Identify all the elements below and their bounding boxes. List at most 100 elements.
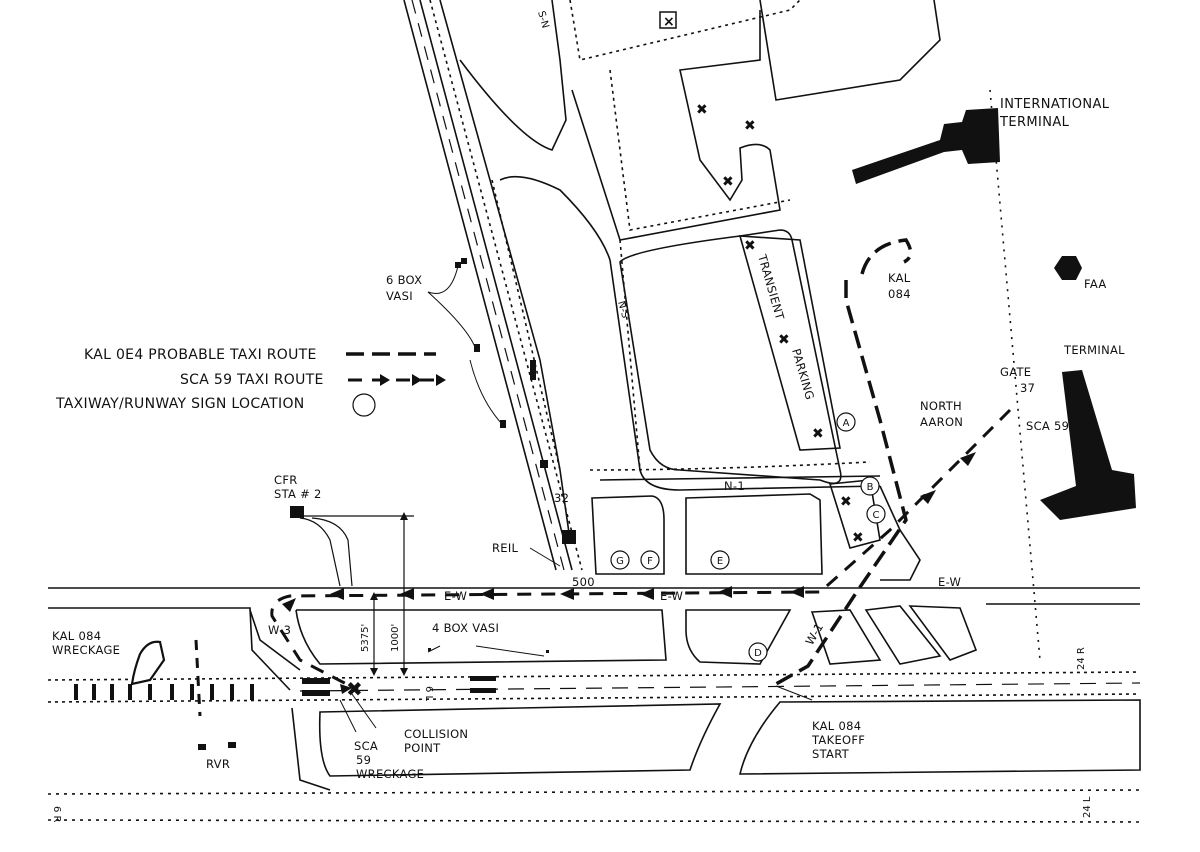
intl-terminal-label: INTERNATIONAL <box>1000 97 1110 112</box>
gate37-label: GATE <box>1000 365 1031 379</box>
d5375-label: 5375' <box>360 624 371 652</box>
svg-text:F: F <box>647 556 653 567</box>
collision-point-label: COLLISION <box>404 727 468 741</box>
runway-14-32 <box>403 0 583 571</box>
kal084-taxi-route <box>775 238 913 686</box>
ew-right-label: E-W <box>938 575 961 589</box>
ns-top-label: S-N <box>535 10 550 30</box>
sign-circle-E: E <box>710 550 730 570</box>
intl-terminal-label-2: TERMINAL <box>999 115 1070 130</box>
runway-hold-marks <box>302 676 496 696</box>
hangar-top <box>659 11 677 29</box>
taxiway-network <box>48 0 1141 791</box>
legend-kal-route-label: KAL 0E4 PROBABLE TAXI ROUTE <box>84 347 317 363</box>
ew-left-label: E-W <box>444 589 467 603</box>
international-terminal <box>852 108 1000 184</box>
kal084-label: KAL <box>888 271 911 285</box>
takeoff-start-label-3: START <box>812 747 850 761</box>
sca-wreckage-label-3: WRECKAGE <box>356 767 424 781</box>
rwy6r-label: 6 R <box>51 806 62 823</box>
cfr-label: CFR <box>274 473 298 487</box>
runway-6L-24R <box>47 587 1141 703</box>
rwy6l-label: 6 L <box>423 686 434 702</box>
vasi6-label: 6 BOX <box>386 273 422 287</box>
sign-circle-F: F <box>640 550 660 570</box>
legend: KAL 0E4 PROBABLE TAXI ROUTE SCA 59 TAXI … <box>55 347 446 417</box>
svg-text:A: A <box>843 418 850 429</box>
sign-circle-G: G <box>610 550 630 570</box>
north-aaron-label-2: AARON <box>920 415 963 429</box>
rvr-label: RVR <box>206 757 230 771</box>
sign-circle-D: D <box>748 642 768 662</box>
n1-label: N-1 <box>724 479 745 493</box>
kal-dashed-remains <box>194 639 202 717</box>
svg-text:✖: ✖ <box>722 174 734 190</box>
sca59-gate-label: SCA 59 <box>1026 419 1069 433</box>
cfr-access-road <box>299 517 353 587</box>
legend-sca-route-label: SCA 59 TAXI ROUTE <box>180 372 324 388</box>
collision-point-mark: ✖ <box>346 677 363 701</box>
distance-arrowheads <box>370 512 408 676</box>
leader-lines <box>339 265 813 733</box>
svg-text:G: G <box>616 556 624 567</box>
faa-building <box>1054 256 1082 280</box>
sign-circle-B: B <box>860 476 880 496</box>
rwy32-label: 32 <box>554 491 569 505</box>
ns-mid-label: N-S <box>615 300 630 320</box>
sca59-route-arrows <box>282 452 976 694</box>
reil-label: REIL <box>492 541 519 555</box>
vasi4-label: 4 BOX VASI <box>432 621 499 635</box>
parking-markers: ✖ ✖ ✖ ✖ ✖ ✖ ✖ ✖ <box>696 102 864 546</box>
sca59-taxi-route <box>270 408 1012 692</box>
legend-sca-arrow-1 <box>380 374 390 386</box>
runway-6R-24L <box>47 789 1141 823</box>
ew-mid-label: E-W <box>660 589 683 603</box>
svg-text:E: E <box>717 556 723 567</box>
svg-text:B: B <box>867 482 874 493</box>
svg-text:✖: ✖ <box>696 102 708 118</box>
gate37-label-2: 37 <box>1020 381 1035 395</box>
vasi-boxes <box>198 258 576 750</box>
d1000-label: 1000' <box>390 624 401 652</box>
legend-sca-arrow-3 <box>436 374 446 386</box>
w3-label: W-3 <box>268 623 291 637</box>
svg-text:✖: ✖ <box>744 238 756 254</box>
svg-text:✖: ✖ <box>812 426 824 442</box>
approach-light-bars <box>74 684 254 700</box>
legend-sign-label: TAXIWAY/RUNWAY SIGN LOCATION <box>55 396 305 412</box>
rwy24l-label: 24 L <box>1082 796 1093 818</box>
faa-label: FAA <box>1084 277 1107 291</box>
north-aaron-label: NORTH <box>920 399 962 413</box>
takeoff-start-label: KAL 084 <box>812 719 861 733</box>
svg-text:✖: ✖ <box>840 494 852 510</box>
svg-text:✖: ✖ <box>744 118 756 134</box>
svg-text:C: C <box>873 510 880 521</box>
rwy24r-label: 24 R <box>1076 647 1087 670</box>
vasi6-label-2: VASI <box>386 289 413 303</box>
svg-text:✖: ✖ <box>852 530 864 546</box>
takeoff-start-label-2: TAKEOFF <box>811 733 865 747</box>
sign-circle-A: A <box>836 412 856 432</box>
sign-circle-C: C <box>866 504 886 524</box>
sca-wreckage-label: SCA <box>354 739 378 753</box>
kal084-label-2: 084 <box>888 287 911 301</box>
kal-wreckage-icon <box>130 640 166 686</box>
domestic-terminal <box>1040 370 1136 520</box>
legend-sign-swatch <box>352 393 376 417</box>
svg-text:D: D <box>754 648 762 659</box>
parking-label: PARKING <box>789 347 817 401</box>
d500-label: 500 <box>572 575 595 589</box>
kal-wreckage-label-2: WRECKAGE <box>52 643 120 657</box>
legend-sca-arrow-2 <box>412 374 422 386</box>
distance-markers <box>298 515 414 672</box>
cfr-label-2: STA # 2 <box>274 487 322 501</box>
svg-text:✖: ✖ <box>778 332 790 348</box>
collision-point-label-2: POINT <box>404 741 441 755</box>
transient-label: TRANSIENT <box>755 252 787 322</box>
cfr-station-building <box>290 506 304 518</box>
hangar-top-mark: × <box>663 14 675 30</box>
terminal-label: TERMINAL <box>1063 343 1125 357</box>
sca-wreckage-label-2: 59 <box>356 753 371 767</box>
